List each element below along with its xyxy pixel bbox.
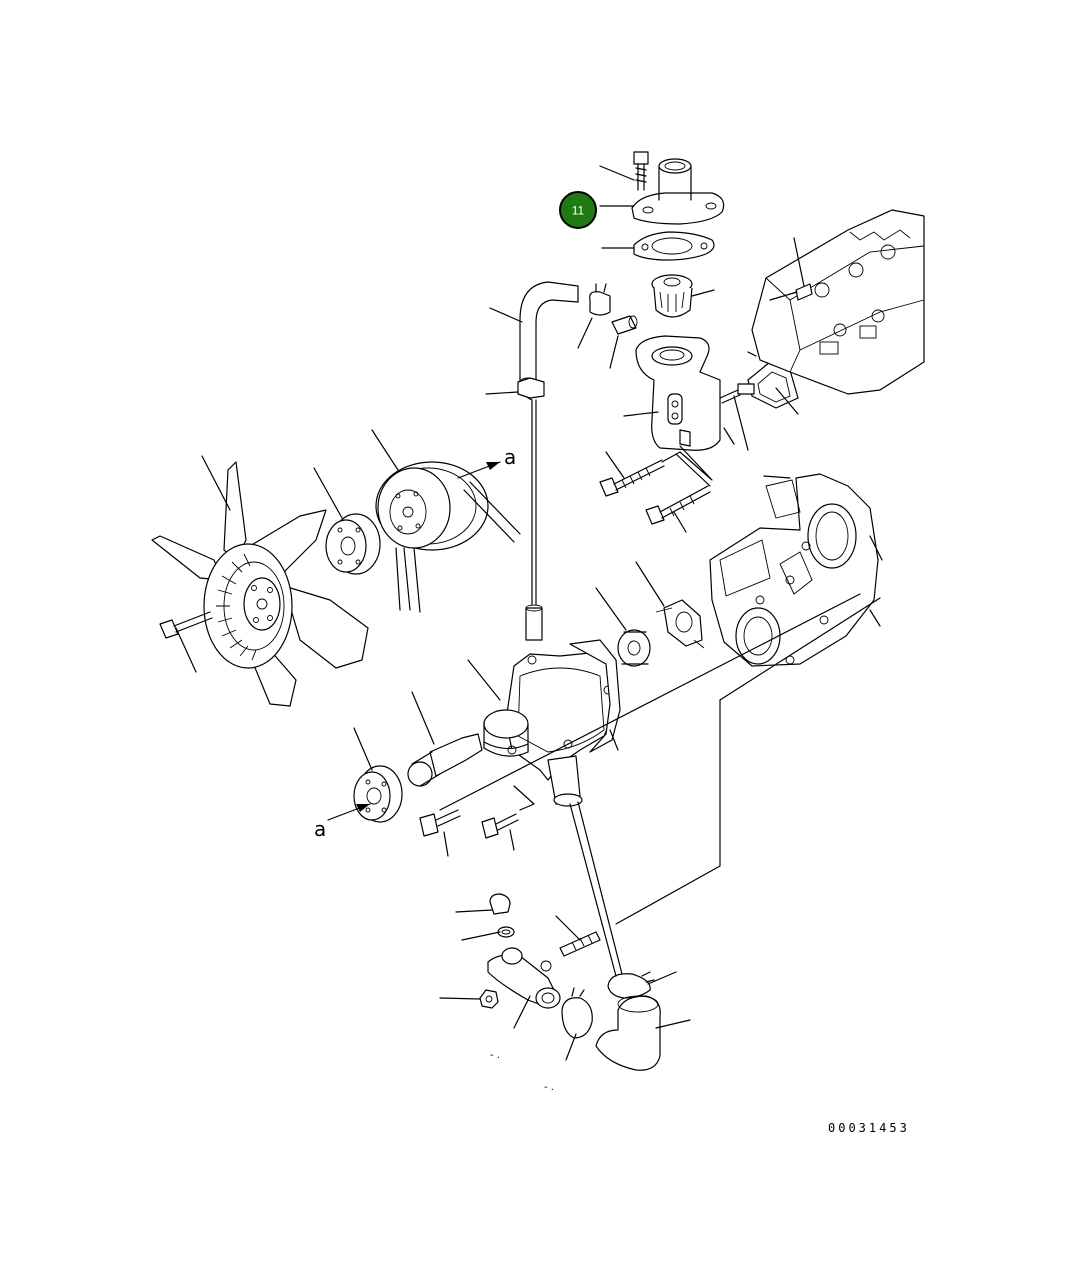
- fan: [151, 461, 369, 707]
- reference-arrow-a-upper: a: [457, 445, 516, 479]
- fan-bolt: [159, 611, 213, 639]
- thermostat-case: [635, 335, 721, 451]
- drain-line: [531, 399, 537, 605]
- hose-clamp-inlet: [561, 987, 593, 1039]
- reference-letter-a-upper: a: [504, 445, 516, 469]
- reference-arrow-a-lower: a: [314, 803, 371, 841]
- thermostat-case-bolt-c: [645, 485, 711, 525]
- callout-11[interactable]: 11: [559, 191, 597, 229]
- thermostat-case-bolt-a: [719, 383, 755, 404]
- cylinder-block: [709, 473, 879, 667]
- bypass-hose: [519, 281, 579, 387]
- water-pump-shaft: [407, 733, 483, 787]
- pump-bolt-a: [419, 809, 461, 837]
- impeller: [655, 599, 705, 649]
- lower-hose: [595, 995, 661, 1071]
- reference-letter-a-lower: a: [314, 817, 326, 841]
- temperature-sender-clamp: [517, 377, 545, 401]
- drain-washer: [497, 926, 515, 938]
- fan-spacer: [325, 513, 381, 575]
- water-outlet: [631, 158, 725, 225]
- stud-bolt: [769, 283, 813, 301]
- drawing-number: 00031453: [828, 1121, 910, 1135]
- inlet-nut: [479, 989, 499, 1009]
- drain-plug: [489, 893, 511, 915]
- gasket: [633, 231, 715, 261]
- water-outlet-bolt: [633, 151, 649, 191]
- thermostat: [651, 274, 693, 318]
- fan-pulley: [375, 461, 489, 551]
- stray-mark-2: - .: [544, 1082, 554, 1093]
- pump-dowel-pin: [525, 604, 543, 641]
- stray-mark-1: - .: [490, 1050, 500, 1061]
- leader-lines: [175, 165, 883, 1061]
- hose-clamp-outlet: [607, 971, 655, 999]
- pump-bolt-b: [481, 813, 519, 839]
- bypass-pipe: [611, 315, 638, 335]
- water-pump: [483, 651, 617, 807]
- callout-number: 11: [572, 204, 585, 218]
- connecting-pipe: [569, 801, 623, 977]
- water-inlet: [487, 947, 561, 1009]
- thermostat-case-bolt-b: [599, 459, 665, 497]
- inlet-stud: [559, 931, 601, 957]
- v-belt: [395, 481, 521, 613]
- pump-seal: [617, 629, 651, 667]
- hose-clamp-small: [589, 283, 611, 316]
- cylinder-head: [751, 209, 925, 395]
- pump-pulley: [353, 765, 403, 823]
